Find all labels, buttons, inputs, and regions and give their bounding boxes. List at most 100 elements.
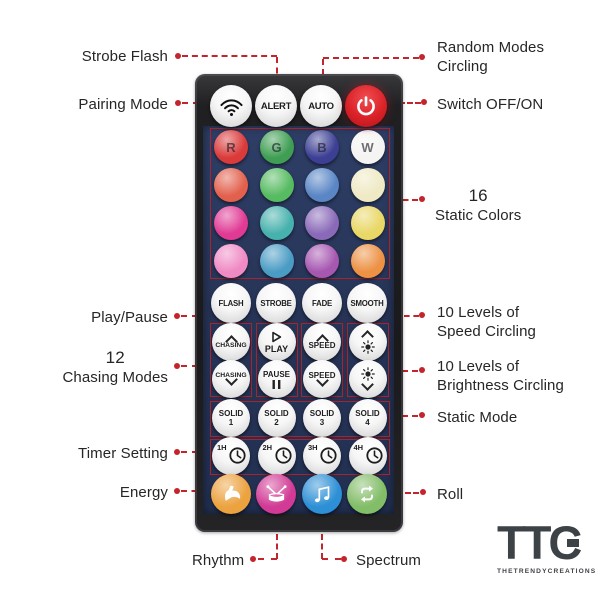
connector-line <box>393 199 418 201</box>
drum-icon <box>265 484 288 505</box>
connector-line <box>181 315 198 317</box>
static-color-9-button[interactable] <box>214 206 248 240</box>
clock-icon <box>319 446 338 465</box>
group-outline <box>210 128 390 279</box>
static-color-11-button[interactable] <box>305 206 339 240</box>
label-brightness-circling: 10 Levels of Brightness Circling <box>437 358 564 394</box>
strobe-button[interactable]: STROBE <box>256 283 296 323</box>
label-switch-off-on: Switch OFF/ON <box>437 96 544 113</box>
clock-icon <box>228 446 247 465</box>
connector-line <box>389 492 419 494</box>
play-icon <box>271 331 282 344</box>
label-play-pause: Play/Pause <box>91 309 168 326</box>
label-strobe-flash: Strobe Flash <box>81 48 168 65</box>
static-color-5-button[interactable] <box>214 168 248 202</box>
mode-label: STROBE <box>260 298 292 308</box>
pause-button[interactable]: PAUSE <box>257 360 296 398</box>
speed-down-button[interactable]: SPEED <box>303 360 341 398</box>
connector-line <box>182 55 277 57</box>
static-color-15-button[interactable] <box>305 244 339 278</box>
connector-line <box>322 558 341 560</box>
static-color-12-button[interactable] <box>350 206 385 240</box>
roll-button[interactable] <box>347 474 387 514</box>
pause-button-label: PAUSE <box>263 369 290 379</box>
brand-logo-subtitle: THETRENDYCREATIONS <box>497 568 597 575</box>
pairing-button[interactable] <box>210 85 252 127</box>
connector-dot <box>174 488 180 494</box>
color-R-button[interactable]: R <box>214 130 248 164</box>
timer-label: 2H <box>262 443 273 452</box>
color-letter: B <box>317 139 327 155</box>
static-color-6-button[interactable] <box>259 168 294 202</box>
auto-button[interactable]: AUTO <box>300 85 342 127</box>
speed-down-button-label: SPEED <box>308 371 336 380</box>
connector-dot <box>175 53 181 59</box>
static-color-16-button[interactable] <box>350 244 385 278</box>
chasing-up-button[interactable]: CHASING <box>212 323 250 361</box>
connector-line <box>276 534 278 559</box>
connector-line <box>258 558 277 560</box>
static-color-13-button[interactable] <box>214 244 248 278</box>
solid-label: SOLID <box>355 408 380 418</box>
timer-2h-button[interactable]: 2H <box>257 437 296 475</box>
connector-line <box>392 415 418 417</box>
play-button[interactable]: PLAY <box>257 323 296 361</box>
static-color-10-button[interactable] <box>259 206 294 240</box>
timer-4h-button[interactable]: 4H <box>348 437 387 475</box>
label-static-mode: Static Mode <box>437 409 518 426</box>
solid-number: 3 <box>319 418 325 427</box>
connector-dot <box>421 99 427 105</box>
label-rhythm: Rhythm <box>192 552 245 569</box>
clock-icon <box>365 446 384 465</box>
power-button[interactable] <box>345 85 387 127</box>
timer-label: 3H <box>308 443 318 452</box>
group-outline <box>210 401 390 437</box>
fade-button[interactable]: FADE <box>302 283 342 323</box>
color-G-button[interactable]: G <box>259 130 294 164</box>
brightness-up-button[interactable] <box>348 323 387 361</box>
color-letter: R <box>226 139 236 155</box>
pause-icon <box>271 379 282 389</box>
roll-arrows-icon <box>357 484 377 504</box>
connector-line <box>322 59 324 85</box>
color-B-button[interactable]: B <box>305 130 339 164</box>
alert-button[interactable]: ALERT <box>255 85 297 127</box>
connector-dot <box>174 363 180 369</box>
smooth-button[interactable]: SMOOTH <box>347 283 387 323</box>
muscle-icon <box>220 483 243 506</box>
static-color-7-button[interactable] <box>305 168 339 202</box>
brightness-up-icon <box>360 340 375 354</box>
connector-line <box>323 57 419 59</box>
label-roll: Roll <box>437 486 464 503</box>
music-note-icon <box>312 484 332 504</box>
label-timer-setting: Timer Setting <box>78 445 168 462</box>
spectrum-button[interactable] <box>302 474 342 514</box>
solid-number: 4 <box>365 418 370 427</box>
speed-up-button[interactable]: SPEED <box>303 323 341 361</box>
mode-label: FLASH <box>218 298 244 308</box>
energy-button[interactable] <box>211 474 251 514</box>
timer-1h-button[interactable]: 1H <box>212 437 250 475</box>
static-color-14-button[interactable] <box>259 244 294 278</box>
flash-button[interactable]: FLASH <box>211 283 251 323</box>
connector-line <box>181 365 198 367</box>
label-speed-circling: 10 Levels of Speed Circling <box>437 304 536 340</box>
rhythm-button[interactable] <box>256 474 296 514</box>
connector-line <box>276 57 278 84</box>
connector-line <box>181 451 198 453</box>
brightness-down-button[interactable] <box>348 360 387 398</box>
solid-label: SOLID <box>218 408 244 418</box>
chasing-down-button[interactable]: CHASING <box>212 360 250 398</box>
connector-dot <box>419 412 425 418</box>
connector-line <box>392 370 418 372</box>
color-W-button[interactable]: W <box>350 130 385 164</box>
chasing-up-button-label: CHASING <box>215 342 247 349</box>
timer-3h-button[interactable]: 3H <box>303 437 341 475</box>
color-letter: G <box>271 139 282 155</box>
static-color-8-button[interactable] <box>350 168 385 202</box>
play-button-label: PLAY <box>264 343 289 354</box>
